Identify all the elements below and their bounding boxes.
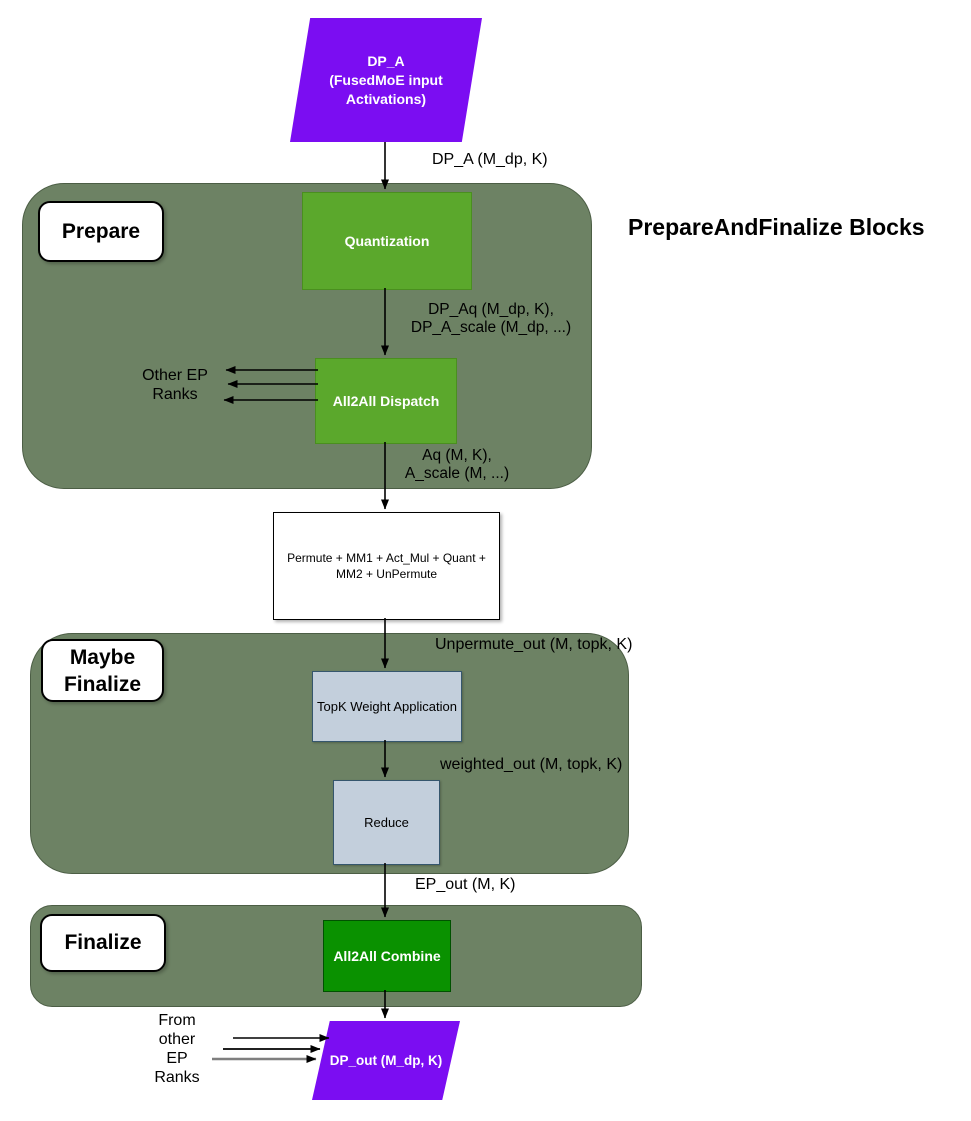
reduce-node: Reduce <box>333 780 440 865</box>
all2all-dispatch-node: All2All Dispatch <box>315 358 457 444</box>
output-node: DP_out (M_dp, K) <box>312 1021 460 1100</box>
other-ep-ranks-annotation: Other EP Ranks <box>142 367 208 403</box>
topk-weight-application-node: TopK Weight Application <box>312 671 462 742</box>
finalize-group-label: Finalize <box>40 914 166 972</box>
edge-label-dp-a: DP_A (M_dp, K) <box>432 151 548 168</box>
all2all-combine-node: All2All Combine <box>323 920 451 992</box>
quantization-node: Quantization <box>302 192 472 290</box>
maybe-finalize-group-label: Maybe Finalize <box>41 639 164 702</box>
edge-label-aq: Aq (M, K), A_scale (M, ...) <box>404 447 510 482</box>
edge-label-ep-out: EP_out (M, K) <box>415 876 516 893</box>
prepare-group-label: Prepare <box>38 201 164 262</box>
edge-label-unpermute-out: Unpermute_out (M, topk, K) <box>435 636 633 653</box>
diagram-title: PrepareAndFinalize Blocks <box>628 214 925 240</box>
expert-compute-node: Permute + MM1 + Act_Mul + Quant + MM2 + … <box>273 512 500 620</box>
input-activations-node: DP_A (FusedMoE input Activations) <box>290 18 482 142</box>
from-other-ep-ranks-annotation: From other EP Ranks <box>154 1012 200 1086</box>
edge-label-weighted-out: weighted_out (M, topk, K) <box>440 756 623 773</box>
edge-label-dp-aq: DP_Aq (M_dp, K), DP_A_scale (M_dp, ...) <box>410 301 572 336</box>
